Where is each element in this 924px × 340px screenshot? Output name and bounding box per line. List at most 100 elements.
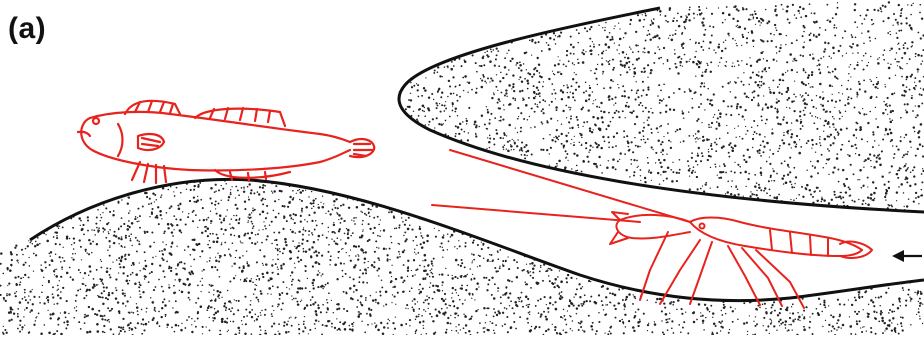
stipple-dot — [688, 188, 691, 191]
stipple-dot — [757, 152, 759, 154]
stipple-dot — [262, 264, 264, 266]
stipple-dot — [499, 136, 502, 140]
stipple-dot — [596, 105, 599, 108]
stipple-dot — [755, 60, 759, 63]
stipple-dot — [840, 327, 842, 329]
stipple-dot — [359, 301, 362, 304]
stipple-dot — [120, 255, 124, 259]
stipple-dot — [719, 112, 722, 115]
stipple-dot — [447, 274, 450, 277]
stipple-dot — [753, 131, 756, 133]
stipple-dot — [449, 92, 453, 95]
stipple-dot — [191, 324, 193, 326]
stipple-dot — [386, 322, 389, 325]
stipple-dot — [901, 56, 904, 60]
stipple-dot — [208, 260, 211, 262]
stipple-dot — [411, 300, 414, 302]
stipple-dot — [709, 187, 711, 189]
stipple-dot — [124, 292, 126, 295]
stipple-dot — [462, 89, 465, 92]
stipple-dot — [229, 191, 232, 194]
stipple-dot — [170, 266, 173, 269]
stipple-dot — [688, 175, 691, 177]
stipple-dot — [745, 95, 748, 98]
stipple-dot — [519, 76, 522, 79]
stipple-dot — [657, 131, 659, 133]
stipple-dot — [878, 153, 881, 156]
stipple-dot — [895, 52, 898, 54]
stipple-dot — [598, 128, 602, 132]
stipple-dot — [359, 269, 362, 271]
stipple-dot — [522, 98, 525, 101]
stipple-dot — [836, 131, 839, 134]
stipple-dot — [218, 214, 222, 217]
stipple-dot — [257, 315, 260, 318]
stipple-dot — [641, 104, 644, 107]
stipple-dot — [79, 245, 82, 248]
stipple-dot — [418, 308, 421, 310]
stipple-dot — [901, 7, 903, 10]
stipple-dot — [590, 49, 593, 52]
stipple-dot — [309, 304, 312, 307]
stipple-dot — [721, 11, 725, 15]
stipple-dot — [834, 75, 837, 78]
stipple-dot — [244, 332, 247, 336]
stipple-dot — [528, 311, 531, 313]
stipple-dot — [148, 197, 151, 200]
stipple-dot — [243, 315, 245, 318]
stipple-dot — [353, 217, 356, 219]
stipple-dot — [659, 111, 662, 114]
stipple-dot — [872, 22, 875, 25]
stipple-dot — [424, 299, 427, 302]
stipple-dot — [400, 276, 403, 279]
stipple-dot — [874, 106, 877, 109]
stipple-dot — [905, 17, 908, 20]
stipple-dot — [545, 270, 547, 273]
stipple-dot — [229, 223, 231, 225]
stipple-dot — [633, 295, 636, 298]
stipple-dot — [213, 308, 216, 310]
stipple-dot — [257, 233, 259, 236]
stipple-dot — [738, 64, 740, 66]
stipple-dot — [28, 265, 31, 267]
stipple-dot — [766, 40, 769, 43]
stipple-dot — [434, 308, 437, 311]
stipple-dot — [271, 315, 273, 318]
stipple-dot — [855, 320, 858, 323]
stipple-dot — [358, 236, 362, 239]
stipple-dot — [917, 131, 920, 135]
stipple-dot — [109, 229, 111, 231]
stipple-dot — [438, 273, 441, 276]
stipple-dot — [537, 312, 540, 314]
stipple-dot — [803, 328, 806, 331]
stipple-dot — [706, 308, 709, 311]
stipple-dot — [99, 278, 102, 281]
stipple-dot — [353, 265, 356, 269]
stipple-dot — [888, 204, 891, 207]
stipple-dot — [296, 256, 299, 259]
stipple-dot — [839, 44, 842, 47]
stipple-dot — [261, 272, 264, 276]
stipple-dot — [658, 48, 661, 51]
stipple-dot — [844, 191, 848, 194]
stipple-dot — [596, 145, 599, 149]
stipple-dot — [206, 261, 208, 263]
stipple-dot — [161, 186, 165, 190]
stipple-dot — [440, 307, 443, 310]
stipple-dot — [508, 84, 511, 87]
stipple-dot — [480, 64, 483, 68]
stipple-dot — [588, 85, 591, 87]
stipple-dot — [95, 243, 99, 246]
stipple-dot — [122, 328, 125, 331]
stipple-dot — [539, 95, 541, 97]
stipple-dot — [837, 49, 840, 53]
stipple-dot — [762, 40, 765, 43]
stipple-dot — [414, 274, 416, 276]
stipple-dot — [488, 140, 491, 144]
stipple-dot — [258, 229, 260, 231]
stipple-dot — [752, 45, 755, 48]
stipple-dot — [613, 27, 615, 30]
stipple-dot — [254, 242, 257, 245]
stipple-dot — [99, 220, 101, 222]
stipple-dot — [302, 228, 305, 231]
